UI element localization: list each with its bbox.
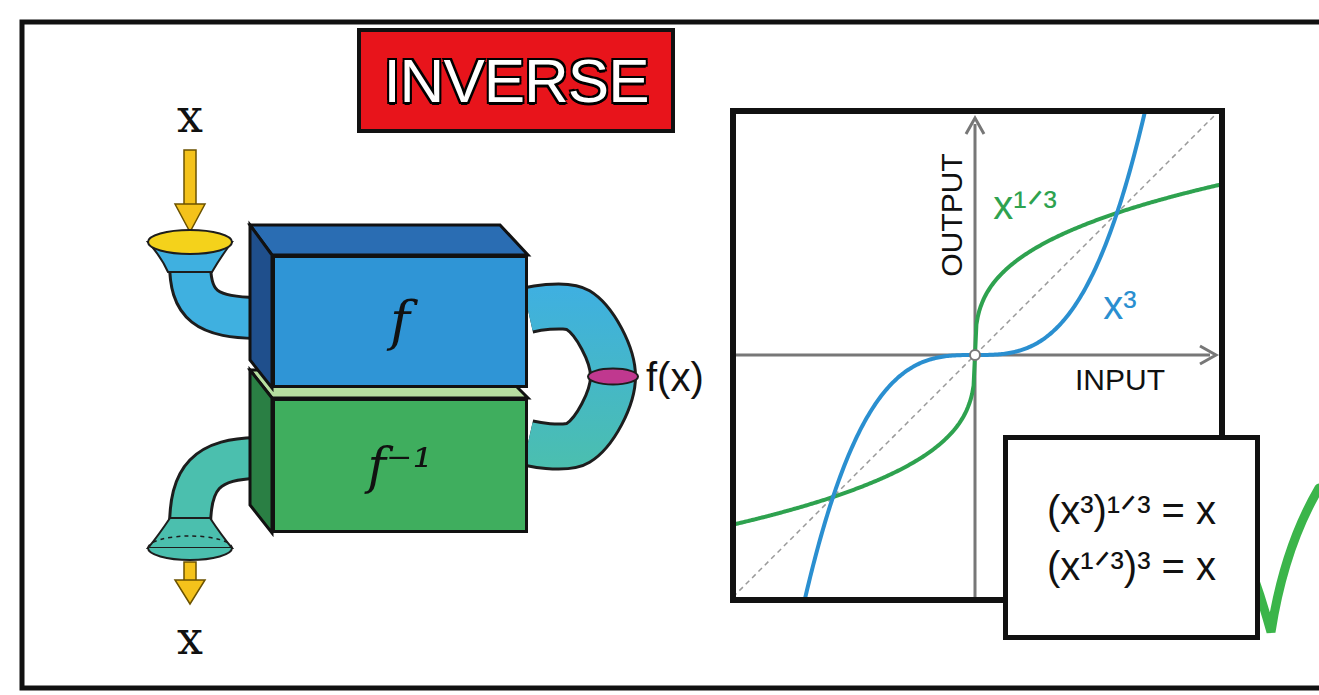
input-arrow-shaft xyxy=(184,150,196,206)
title-banner: INVERSE xyxy=(357,28,675,133)
outer-frame xyxy=(22,22,1319,688)
cube-curve xyxy=(736,114,1219,597)
title-text: INVERSE xyxy=(383,45,648,116)
curve-label: x³ xyxy=(1103,285,1136,325)
function-box-side xyxy=(250,225,272,388)
pipe-joint xyxy=(588,369,638,385)
transfer-pipe xyxy=(528,306,638,446)
check-mark xyxy=(1252,488,1319,632)
output-arrow-shaft xyxy=(184,562,196,582)
curve-group xyxy=(736,114,1219,597)
origin-dot xyxy=(970,350,980,360)
input-arrow-head xyxy=(175,204,205,232)
formula-box: (x³)¹ᐟ³ = x (x¹ᐟ³)³ = x xyxy=(1003,435,1260,640)
formula-text: (x³)¹ᐟ³ = x xyxy=(1047,487,1216,533)
flow-variable: x xyxy=(177,611,203,665)
funnel-mouth-hidden xyxy=(148,536,232,548)
inverse-box: f⁻¹ xyxy=(272,398,528,533)
curve-label: x¹ᐟ³ xyxy=(993,185,1057,225)
pipe-label: f(x) xyxy=(643,354,707,399)
identity-line xyxy=(736,114,1219,597)
formula-text: (x¹ᐟ³)³ = x xyxy=(1047,543,1216,589)
inverse-box-side xyxy=(250,370,272,533)
y-axis-arrow xyxy=(966,118,984,134)
function-box: f xyxy=(272,255,528,388)
flow-variable: x xyxy=(177,89,203,143)
axis-label: OUTPUT xyxy=(937,153,967,276)
x-axis-arrow xyxy=(1200,346,1216,364)
funnel-mouth-bottom xyxy=(148,548,232,560)
funnel-mouth xyxy=(148,230,232,254)
output-funnel xyxy=(148,518,232,548)
output-arrow-head xyxy=(175,580,205,604)
function-name: f⁻¹ xyxy=(368,437,433,495)
function-box-top xyxy=(250,225,528,255)
function-name: f xyxy=(390,290,410,353)
axis-label: INPUT xyxy=(1075,365,1165,395)
